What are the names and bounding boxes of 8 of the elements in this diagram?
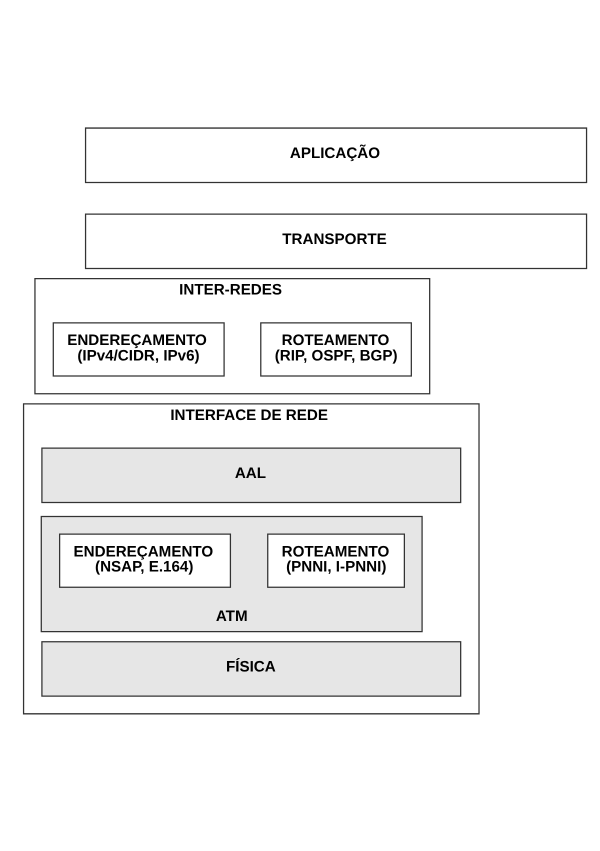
node-box: ROTEAMENTO (RIP, OSPF, BGP) [260,322,412,376]
node-box: ENDEREÇAMENTO (IPv4/CIDR, IPv6) [52,322,225,376]
node-box: APLICAÇÃO [84,126,588,183]
node-box: TRANSPORTE [84,212,588,269]
node-box: FÍSICA [41,640,462,696]
node-box: ENDEREÇAMENTO (NSAP, E.164) [59,533,232,588]
node-box: ROTEAMENTO (PNNI, I-PNNI) [267,533,405,588]
node-box: AAL [41,447,462,503]
